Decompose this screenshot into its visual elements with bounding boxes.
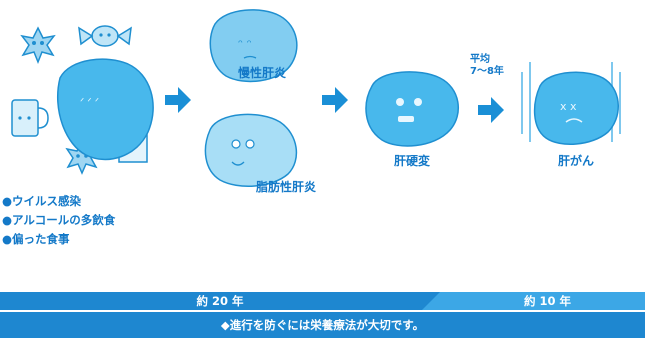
svg-text:ᵔ ᵔ: ᵔ ᵔ (238, 37, 252, 51)
nutrition-message: ◆進行を防ぐには栄養療法が大切です。 (220, 318, 425, 332)
fatty-hepatitis-liver-icon (204, 113, 298, 187)
label-chronic-hepatitis: 慢性肝炎 (238, 66, 287, 80)
candy-icon (78, 25, 132, 47)
average-years: 7～8年 (470, 66, 504, 77)
label-liver-cancer: 肝がん (558, 154, 595, 168)
virus-icon (20, 26, 56, 65)
chronic-hepatitis-liver-icon: ᵔ ᵔ (209, 9, 298, 83)
label-fatty-hepatitis: 脂肪性肝炎 (256, 180, 317, 194)
arrow-to-cancer (478, 97, 504, 123)
timeline-bar (0, 292, 645, 338)
cause-alcohol: ●アルコールの多飲食 (2, 213, 116, 227)
cause-virus: ●ウイルス感染 (2, 194, 82, 208)
average-years-annotation: 平均 7～8年 (470, 54, 504, 78)
cause-diet: ●偏った食事 (2, 232, 70, 246)
cirrhosis-liver-icon (365, 71, 459, 147)
arrow-to-cirrhosis (322, 87, 348, 113)
period-20-years: 約 20 年 (196, 294, 244, 308)
arrow-to-hepatitis (165, 87, 191, 113)
period-10-years: 約 10 年 (523, 294, 571, 308)
liver-cancer-icon: x x (521, 62, 621, 145)
label-cirrhosis: 肝硬変 (394, 154, 431, 168)
svg-text:x x: x x (560, 100, 577, 113)
svg-text:ᐟ ᐟ ᐟ: ᐟ ᐟ ᐟ (80, 97, 99, 108)
healthy-liver-icon: ᐟ ᐟ ᐟ (56, 58, 154, 161)
average-label: 平均 (470, 54, 490, 65)
beer-mug-icon (11, 99, 49, 137)
